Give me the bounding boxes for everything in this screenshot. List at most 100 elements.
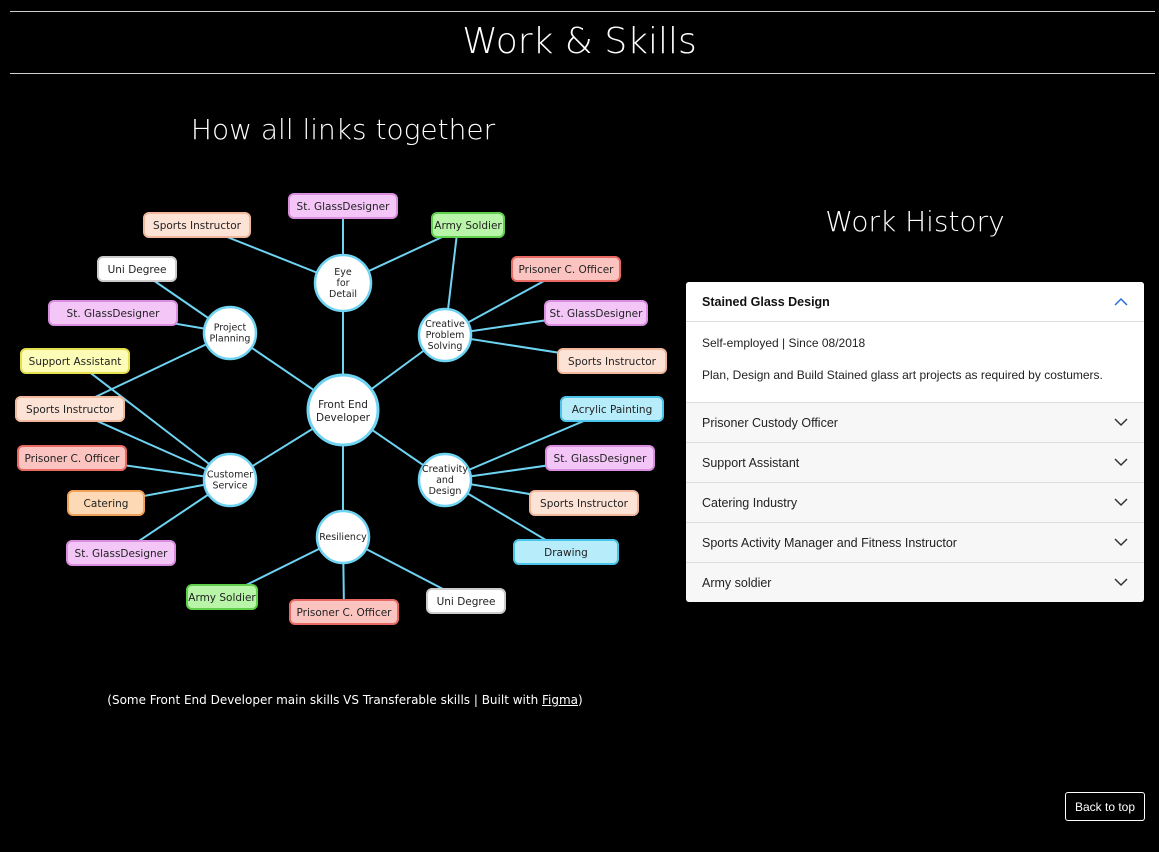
hub-node-circle bbox=[417, 307, 473, 363]
leaf-node-label: Drawing bbox=[544, 547, 588, 559]
leaf-node-box bbox=[426, 588, 506, 614]
hub-node-label: Resiliency bbox=[319, 532, 367, 543]
hub-node-circle bbox=[313, 253, 373, 313]
figma-link[interactable]: Figma bbox=[542, 693, 579, 707]
hub-node-label: and bbox=[436, 475, 454, 486]
leaf-node-label: Uni Degree bbox=[437, 596, 496, 608]
leaf-node: St. GlassDesigner bbox=[288, 193, 398, 219]
leaf-node-label: Sports Instructor bbox=[540, 498, 629, 510]
leaf-node-label: St. GlassDesigner bbox=[554, 453, 648, 465]
leaf-node-label: Uni Degree bbox=[108, 264, 167, 276]
hub-node-circle bbox=[315, 509, 371, 565]
accordion-header[interactable]: Sports Activity Manager and Fitness Inst… bbox=[686, 523, 1144, 562]
hub-node-label: Customer bbox=[207, 470, 253, 481]
hub-node-label: Design bbox=[429, 486, 462, 497]
hub-node-label: Planning bbox=[210, 334, 251, 345]
leaf-node-box bbox=[67, 490, 145, 516]
leaf-node-label: Sports Instructor bbox=[153, 220, 242, 232]
diagram-title: How all links together bbox=[190, 113, 496, 146]
leaf-node-label: St. GlassDesigner bbox=[297, 201, 391, 213]
caption-text: (Some Front End Developer main skills VS… bbox=[107, 693, 542, 707]
leaf-node: St. GlassDesigner bbox=[66, 540, 176, 566]
leaf-node-box bbox=[66, 540, 176, 566]
accordion-header[interactable]: Support Assistant bbox=[686, 443, 1144, 482]
leaf-node: Drawing bbox=[513, 539, 619, 565]
leaf-node-label: St. GlassDesigner bbox=[550, 308, 644, 320]
accordion-title: Prisoner Custody Officer bbox=[702, 415, 838, 430]
accordion-header[interactable]: Prisoner Custody Officer bbox=[686, 403, 1144, 442]
leaf-node: St. GlassDesigner bbox=[545, 445, 655, 471]
leaf-node-box bbox=[511, 256, 621, 282]
leaf-node: St. GlassDesigner bbox=[48, 300, 178, 326]
job-description: Plan, Design and Build Stained glass art… bbox=[702, 368, 1103, 382]
leaf-node-label: Sports Instructor bbox=[568, 356, 657, 368]
accordion-item-sports-activity: Sports Activity Manager and Fitness Inst… bbox=[686, 522, 1144, 562]
job-meta: Self-employed | Since 08/2018 bbox=[702, 336, 866, 350]
center-node-label: Developer bbox=[316, 412, 371, 424]
hub-node-label: Creativity bbox=[422, 464, 468, 475]
caption-suffix: ) bbox=[578, 693, 583, 707]
leaf-node-label: Army Soldier bbox=[434, 220, 502, 232]
accordion-title: Army soldier bbox=[702, 575, 772, 590]
leaf-node-box bbox=[17, 445, 127, 471]
hub-node-label: Eye bbox=[334, 267, 352, 278]
leaf-node: Sports Instructor bbox=[15, 396, 125, 422]
leaf-node-box bbox=[186, 584, 258, 610]
accordion-header[interactable]: Army soldier bbox=[686, 563, 1144, 602]
leaf-node: Uni Degree bbox=[426, 588, 506, 614]
leaf-node: Army Soldier bbox=[186, 584, 258, 610]
work-history-title: Work History bbox=[825, 205, 1005, 238]
leaf-node-box bbox=[15, 396, 125, 422]
hub-node-label: Problem bbox=[426, 330, 465, 341]
chevron-down-icon bbox=[1114, 498, 1128, 507]
header-bottom-rule bbox=[10, 73, 1155, 74]
hub-node-label: for bbox=[336, 278, 349, 289]
diagram-caption: (Some Front End Developer main skills VS… bbox=[60, 692, 630, 708]
accordion-header[interactable]: Catering Industry bbox=[686, 483, 1144, 522]
leaf-node-label: St. GlassDesigner bbox=[67, 308, 161, 320]
leaf-node-label: Prisoner C. Officer bbox=[24, 453, 120, 465]
leaf-node: Prisoner C. Officer bbox=[17, 445, 127, 471]
back-to-top-button[interactable]: Back to top bbox=[1065, 792, 1145, 821]
hub-node-label: Solving bbox=[428, 341, 463, 352]
leaf-node: Army Soldier bbox=[431, 212, 505, 238]
chevron-down-icon bbox=[1114, 418, 1128, 427]
leaf-node-box bbox=[431, 212, 505, 238]
leaf-node-label: Prisoner C. Officer bbox=[518, 264, 614, 276]
hub-node-label: Creative bbox=[425, 319, 465, 330]
leaf-node-label: Support Assistant bbox=[29, 356, 122, 368]
leaf-node: Prisoner C. Officer bbox=[289, 599, 399, 625]
leaf-node-box bbox=[529, 490, 639, 516]
accordion-header[interactable]: Stained Glass Design bbox=[686, 282, 1144, 322]
leaf-node-label: Prisoner C. Officer bbox=[296, 607, 392, 619]
leaf-node-box bbox=[289, 599, 399, 625]
leaf-node: St. GlassDesigner bbox=[544, 300, 648, 326]
accordion-item-support-assistant: Support Assistant bbox=[686, 442, 1144, 482]
leaf-node-label: Army Soldier bbox=[188, 592, 256, 604]
center-node-label: Front End bbox=[318, 399, 368, 411]
leaf-node-box bbox=[557, 348, 667, 374]
leaf-node: Catering bbox=[67, 490, 145, 516]
leaf-node-label: Sports Instructor bbox=[26, 404, 115, 416]
hub-node-circle bbox=[417, 452, 473, 508]
accordion-title: Catering Industry bbox=[702, 495, 798, 510]
work-history-accordion: Stained Glass Design Self-employed | Sin… bbox=[686, 282, 1144, 602]
chevron-down-icon bbox=[1114, 538, 1128, 547]
leaf-node: Sports Instructor bbox=[143, 212, 251, 238]
hub-node-label: Service bbox=[212, 481, 247, 492]
chevron-down-icon bbox=[1114, 458, 1128, 467]
hub-node-circle bbox=[202, 305, 258, 361]
hub-node-label: Project bbox=[214, 323, 247, 334]
leaf-node: Uni Degree bbox=[97, 256, 177, 282]
hub-node: Resiliency bbox=[315, 509, 371, 565]
leaf-node-box bbox=[544, 300, 648, 326]
leaf-node-label: Acrylic Painting bbox=[572, 404, 652, 416]
accordion-title: Support Assistant bbox=[702, 455, 800, 470]
hub-node-label: Detail bbox=[329, 289, 357, 300]
leaf-node-box bbox=[513, 539, 619, 565]
leaf-node: Support Assistant bbox=[20, 348, 130, 374]
